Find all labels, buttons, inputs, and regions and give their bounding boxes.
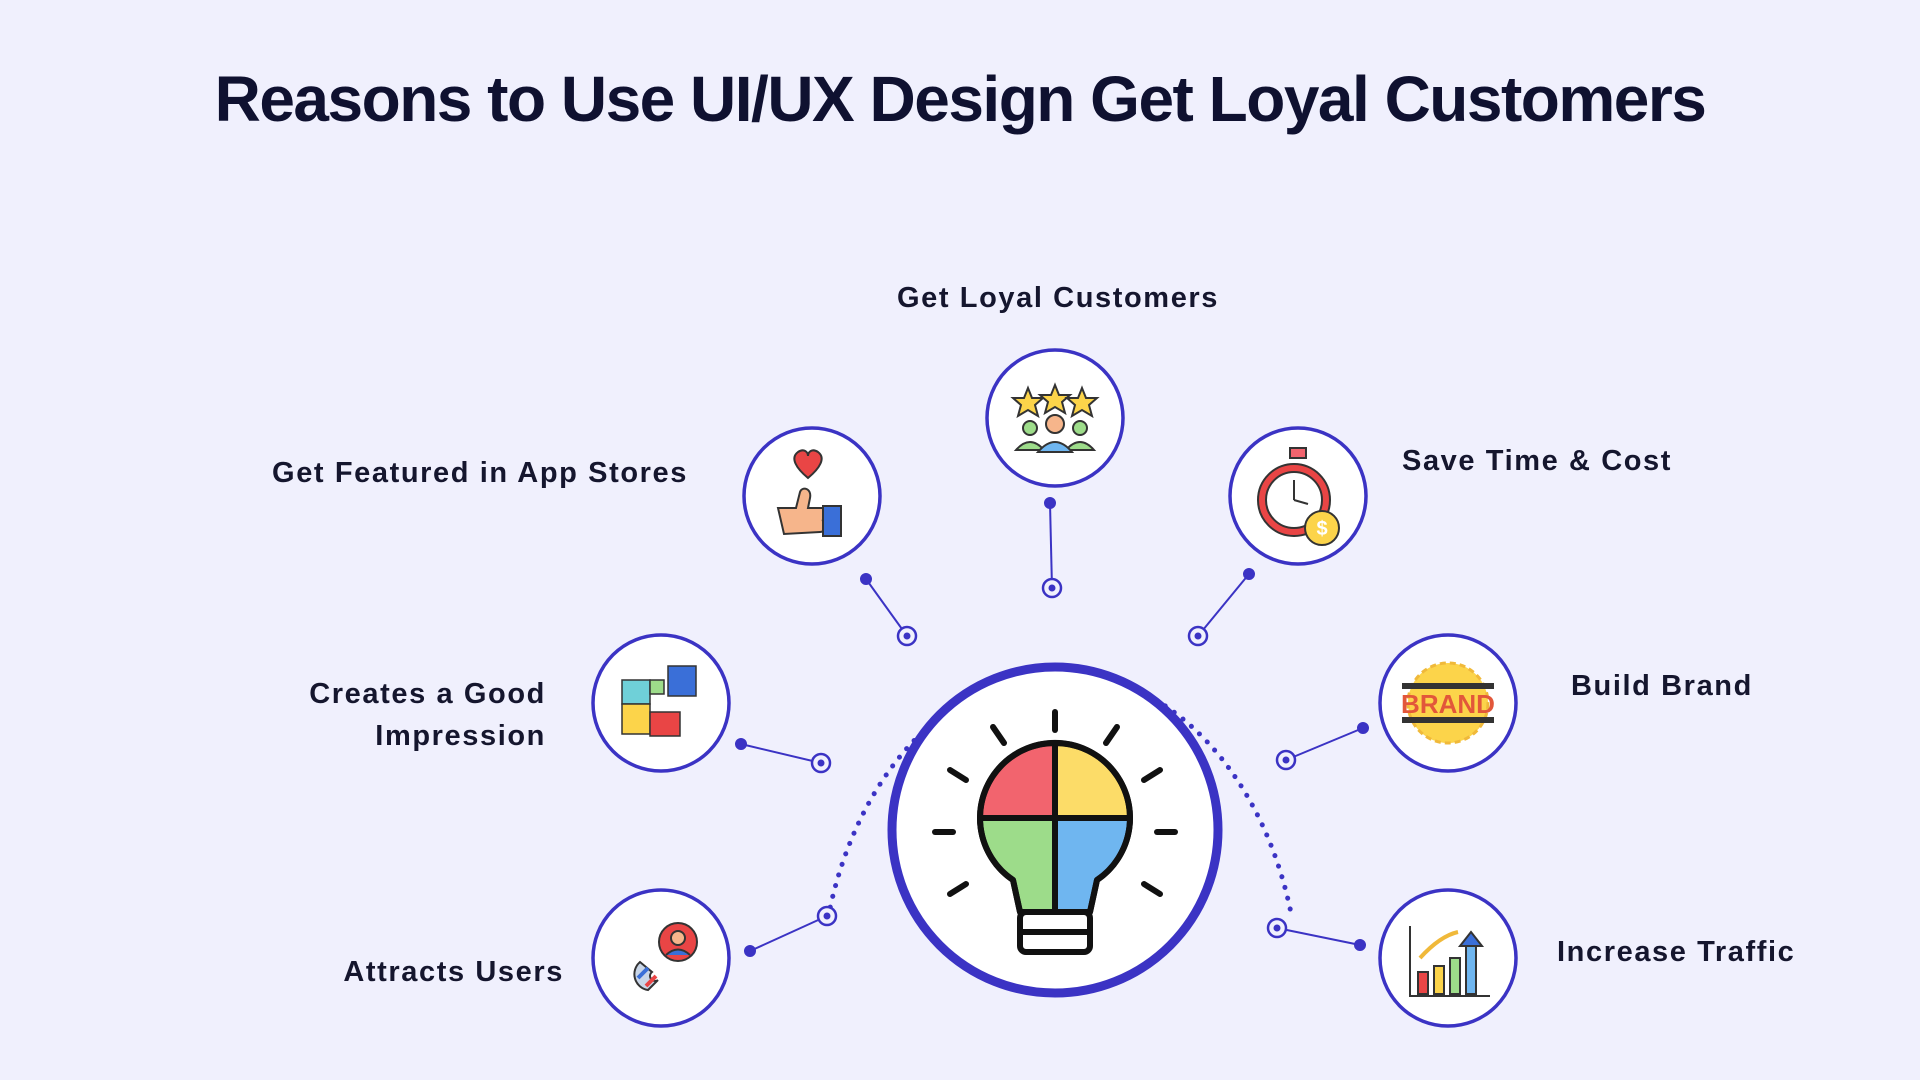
label-creates-good-impression: Creates a Good Impression: [200, 673, 546, 757]
item-circle-savetime: $: [1228, 426, 1368, 566]
stopwatch-dollar-icon: $: [1257, 447, 1340, 546]
label-save-time-cost: Save Time & Cost: [1402, 445, 1673, 477]
arc-node-loyal: [1041, 577, 1063, 599]
hub-circle: [887, 662, 1223, 998]
rated-customers-icon: [1010, 382, 1100, 453]
arc-node-traffic: [1266, 917, 1288, 939]
arc-nodes: [810, 577, 1297, 939]
item-circle-loyal: [985, 348, 1125, 488]
connectors: [735, 497, 1369, 957]
item-circle-brand: BRAND: [1378, 633, 1518, 773]
brand-badge-icon: BRAND: [1401, 661, 1495, 745]
arc-node-savetime: [1187, 625, 1209, 647]
item-circle-featured: [742, 426, 882, 566]
label-get-loyal-customers: Get Loyal Customers: [896, 282, 1220, 314]
label-attracts-users: Attracts Users: [343, 956, 564, 988]
label-build-brand: Build Brand: [1571, 670, 1753, 702]
svg-text:$: $: [1316, 518, 1327, 540]
puzzle-pieces-icon: [621, 665, 697, 737]
label-impression-line1: Creates a Good: [309, 678, 546, 710]
arc-node-brand: [1275, 749, 1297, 771]
thumbs-up-heart-icon: [776, 449, 842, 537]
item-circle-impression: [591, 633, 731, 773]
magnet-user-icon: [633, 922, 698, 992]
brand-badge-text: BRAND: [1401, 689, 1495, 719]
item-circle-traffic: [1378, 888, 1518, 1028]
arc-node-attracts: [816, 905, 838, 927]
label-increase-traffic: Increase Traffic: [1557, 936, 1796, 968]
label-get-featured-in-app-stores: Get Featured in App Stores: [272, 457, 688, 489]
arc-node-featured: [896, 625, 918, 647]
item-circle-attracts: [591, 888, 731, 1028]
lightbulb-puzzle-icon: [932, 709, 1178, 955]
page-title: Reasons to Use UI/UX Design Get Loyal Cu…: [214, 63, 1707, 135]
arc-node-impression: [810, 752, 832, 774]
growth-chart-icon: [1409, 926, 1490, 997]
label-impression-line2: Impression: [375, 720, 546, 752]
